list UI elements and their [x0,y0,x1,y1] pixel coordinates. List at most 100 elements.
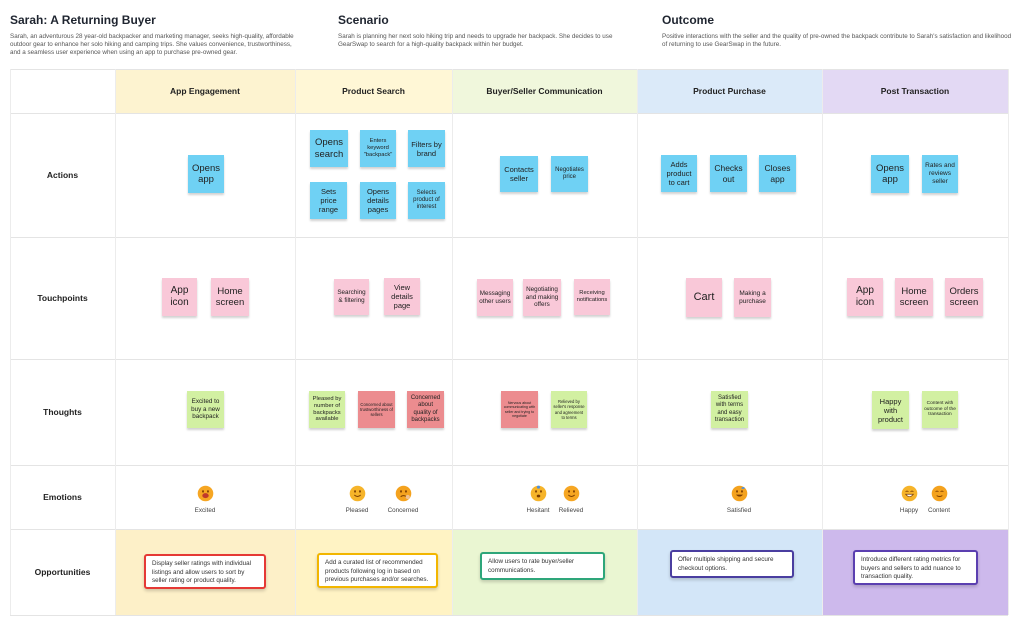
stage-header-app-engagement: App Engagement [170,86,240,96]
content-face-icon [909,485,969,502]
journey-map: App Engagement Product Search Buyer/Seller… [10,69,1009,616]
hesitant-face-icon [508,485,568,502]
column-divider [1008,69,1009,615]
column-divider [637,69,638,615]
action-note-opens-details-pages: Opens details pages [360,182,396,219]
row-divider [10,113,1008,114]
outcome-description: Positive interactions with the seller an… [662,33,1012,48]
opportunity-card-post-transaction: Introduce different rating metrics for b… [853,550,978,585]
action-note-opens-app: Opens app [188,155,224,193]
thought-note-pleased-by-number-of-backpacks: Pleased by number of backpacks available [309,391,345,428]
touchpoint-note-app-icon: App icon [847,278,883,316]
pleased-face-icon [327,485,387,502]
thought-note-concerned-about-quality-of-bac: Concerned about quality of backpacks [407,391,444,428]
row-label-thoughts: Thoughts [43,407,82,417]
thought-note-happy-with-product: Happy with product [872,391,909,429]
row-label-actions: Actions [46,170,79,180]
row-label-emotions: Emotions [43,492,82,502]
touchpoint-note-home-screen: Home screen [211,278,249,316]
row-divider [10,69,1008,70]
satisfied-face-icon [709,485,769,502]
row-divider [10,529,1008,530]
action-note-enters-keyword-backpack: Enters keyword "backpack" [360,130,396,167]
row-divider [10,359,1008,360]
column-divider [295,69,296,615]
action-note-opens-app: Opens app [871,155,909,193]
excited-face-icon [175,485,235,502]
emotion-label: Pleased [345,507,369,514]
emotion-happy: Happy [879,485,939,514]
action-note-filters-by-brand: Filters by brand [408,130,445,167]
thought-note-satisfied-with-terms-and-easy-: Satisfied with terms and easy transactio… [711,391,748,428]
stage-header-background [115,69,295,113]
opportunity-card-buyer-seller-communication: Allow users to rate buyer/seller communi… [480,552,605,580]
opportunity-card-product-purchase: Offer multiple shipping and secure check… [670,550,794,578]
emotion-satisfied: Satisfied [709,485,769,514]
row-divider [10,465,1008,466]
action-note-sets-price-range: Sets price range [310,182,347,219]
scenario-description: Sarah is planning her next solo hiking t… [338,33,613,48]
column-divider [115,69,116,615]
touchpoint-note-home-screen: Home screen [895,278,933,316]
concerned-face-icon [373,485,433,502]
opportunity-card-product-search: Add a curated list of recommended produc… [317,553,438,588]
action-note-selects-product-of-interest: Selects product of interest [408,182,445,219]
touchpoint-note-orders-screen: Orders screen [945,278,983,316]
row-label-touchpoints: Touchpoints [37,293,88,303]
column-divider [452,69,453,615]
emotion-relieved: Relieved [541,485,601,514]
emotion-label: Excited [194,507,216,514]
happy-face-icon [879,485,939,502]
thought-note-content-with-outcome-of-the-tr: Content with outcome of the transaction [922,391,958,428]
stage-header-background [637,69,822,113]
stage-header-background [452,69,637,113]
touchpoint-note-searching-filtering: Searching & filtering [334,279,369,315]
stage-header-product-purchase: Product Purchase [693,86,766,96]
emotion-label: Happy [899,507,919,514]
action-note-checks-out: Checks out [710,155,747,192]
row-divider [10,237,1008,238]
emotion-concerned: Concerned [373,485,433,514]
touchpoint-note-view-details-page: View details page [384,278,420,315]
stage-header-buyer-seller-communication: Buyer/Seller Communication [486,86,603,96]
thought-note-nervous-about-communicating-wi: Nervous about communicating with seller … [501,391,538,428]
persona-title: Sarah: A Returning Buyer [10,13,156,27]
opportunity-card-app-engagement: Display seller ratings with individual l… [144,554,266,589]
action-note-opens-search: Opens search [310,130,348,167]
emotion-content: Content [909,485,969,514]
touchpoint-note-messaging-other-users: Messaging other users [477,279,513,316]
emotion-label: Content [927,507,951,514]
emotion-label: Satisfied [726,507,752,514]
touchpoint-note-cart: Cart [686,278,722,317]
touchpoint-note-receiving-notifications: Receiving notifications [574,279,610,315]
touchpoint-note-app-icon: App icon [162,278,197,316]
stage-header-post-transaction: Post Transaction [880,86,950,96]
action-note-negotiates-price: Negotiates price [551,156,588,192]
column-divider [822,69,823,615]
outcome-title: Outcome [662,13,715,27]
scenario-block: Scenario Sarah is planning her next solo… [338,13,630,49]
outcome-block: Outcome Positive interactions with the s… [662,13,1012,49]
persona-description: Sarah, an adventurous 28 year-old backpa… [10,33,294,56]
emotion-excited: Excited [175,485,235,514]
stage-header-background [295,69,452,113]
relieved-face-icon [541,485,601,502]
scenario-title: Scenario [338,13,389,27]
action-note-rates-and-reviews-seller: Rates and reviews seller [922,155,958,193]
persona-block: Sarah: A Returning Buyer Sarah, an adven… [10,13,302,57]
emotion-label: Hesitant [526,507,550,514]
emotion-hesitant: Hesitant [508,485,568,514]
thought-note-relieved-by-seller-s-response-: Relieved by seller's response and agreem… [551,391,587,428]
thought-note-excited-to-buy-a-new-backpack: Excited to buy a new backpack [187,391,224,428]
emotion-label: Relieved [558,507,584,514]
action-note-closes-app: Closes app [759,155,796,192]
thought-note-concerned-about-trustworthines: Concerned about trustworthiness of selle… [358,391,395,428]
column-divider [10,69,11,615]
row-divider [10,615,1008,616]
emotion-pleased: Pleased [327,485,387,514]
action-note-adds-product-to-cart: Adds product to cart [661,155,697,192]
touchpoint-note-making-a-purchase: Making a purchase [734,278,771,317]
stage-header-product-search: Product Search [342,86,405,96]
row-label-opportunities: Opportunities [34,567,91,577]
emotion-label: Concerned [387,507,419,514]
